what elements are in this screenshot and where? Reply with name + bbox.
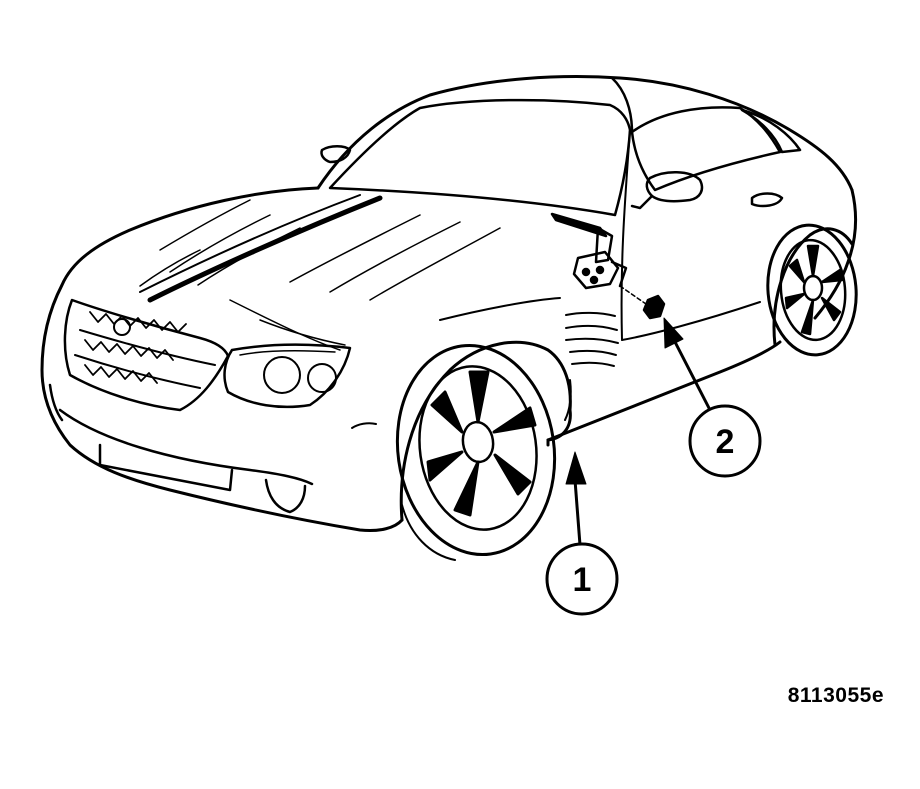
callout-1: 1 (545, 542, 619, 616)
callout-2-circle (688, 404, 762, 478)
callout-2: 2 (688, 404, 762, 478)
headlight (223, 343, 352, 409)
front-wheel (395, 343, 557, 561)
callout-leaders (565, 317, 712, 547)
front-grille (63, 298, 230, 412)
rear-wheel (766, 223, 858, 357)
callout-1-label: 1 (573, 561, 592, 599)
front-bumper (48, 383, 314, 514)
callout-1-circle (545, 542, 619, 616)
hood-hinge-bracket (550, 212, 666, 320)
hood-lines (139, 194, 501, 351)
callout-2-leader (672, 338, 712, 412)
callout-2-arrowhead (663, 317, 684, 349)
figure-id: 8113055e (787, 684, 884, 707)
callout-2-label: 2 (716, 423, 735, 461)
side-details (320, 129, 784, 429)
callout-1-leader (573, 478, 582, 547)
callout-1-arrowhead (565, 451, 587, 485)
windshield-and-windows (328, 76, 802, 217)
